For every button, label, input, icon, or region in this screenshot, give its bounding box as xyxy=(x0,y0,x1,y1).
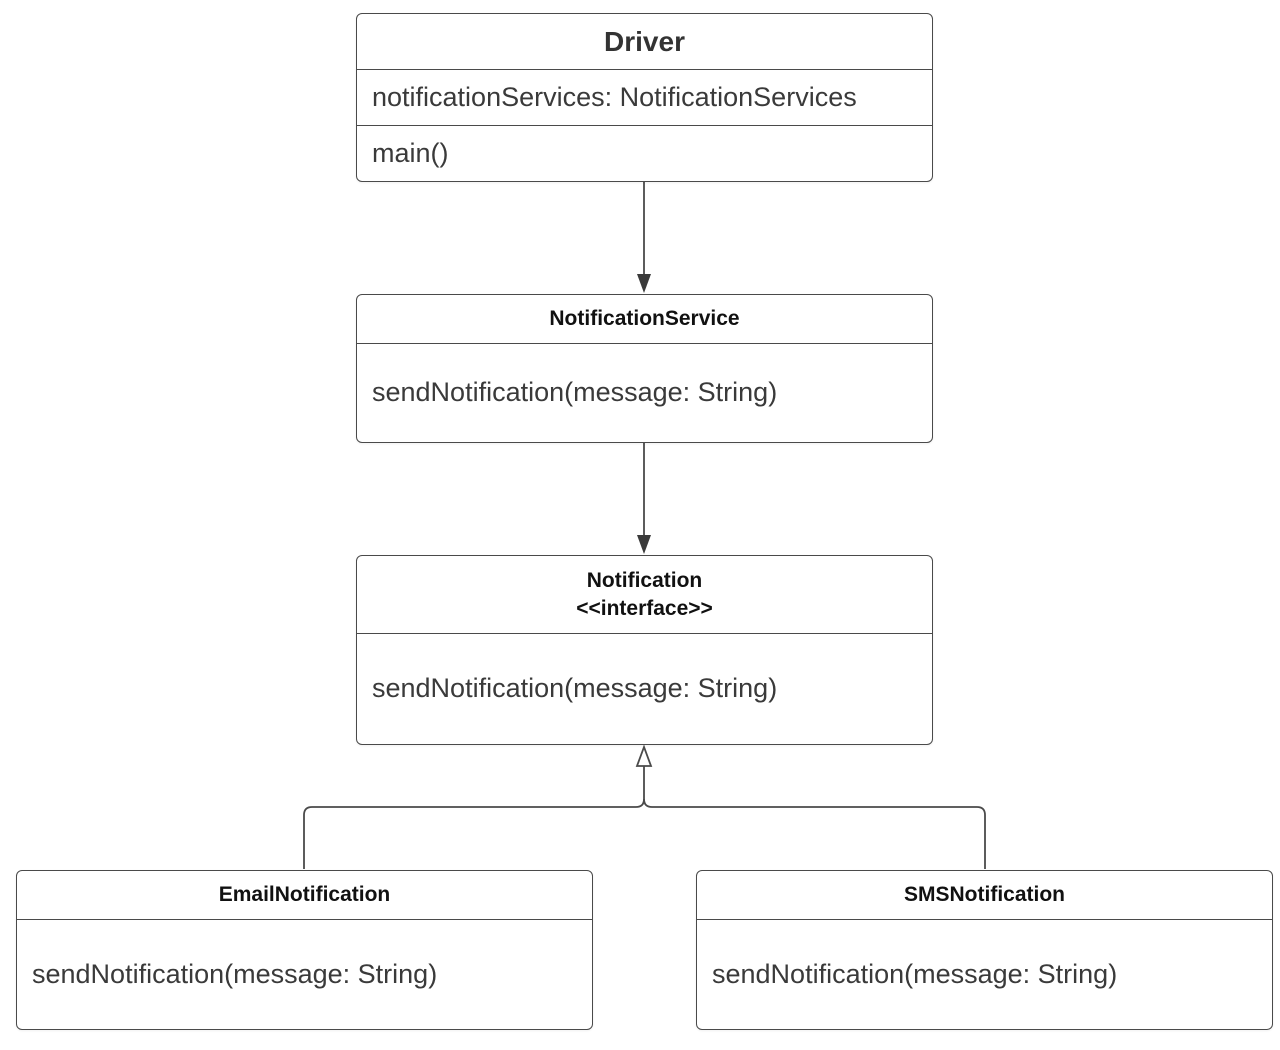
class-driver[interactable]: Driver notificationServices: Notificatio… xyxy=(356,13,933,182)
class-name-text: SMSNotification xyxy=(904,883,1065,906)
class-name-text: Notification xyxy=(586,568,703,592)
class-sms-notification[interactable]: SMSNotification sendNotification(message… xyxy=(696,870,1273,1030)
class-name-text: NotificationService xyxy=(549,307,740,330)
class-header: Notification <<interface>> xyxy=(357,556,932,634)
method-send-notification: sendNotification(message: String) xyxy=(372,377,778,407)
arrowhead-notificationservice xyxy=(637,274,651,293)
class-name-text: EmailNotification xyxy=(218,883,391,906)
arrowhead-notification xyxy=(637,535,651,554)
realization-sms-to-notification xyxy=(643,798,986,869)
attribute-notification-services: notificationServices: NotificationServic… xyxy=(357,70,932,126)
method-send-notification: sendNotification(message: String) xyxy=(372,673,778,703)
realization-email-to-notification xyxy=(303,766,645,869)
method-send-notification: sendNotification(message: String) xyxy=(712,958,1118,989)
class-name: Driver xyxy=(357,14,932,70)
stereotype-label: <<interface>> xyxy=(576,596,713,620)
class-name: NotificationService xyxy=(357,295,932,344)
class-notification-service[interactable]: NotificationService sendNotification(mes… xyxy=(356,294,933,443)
class-name: EmailNotification xyxy=(17,871,592,920)
class-name: SMSNotification xyxy=(697,871,1272,920)
class-email-notification[interactable]: EmailNotification sendNotification(messa… xyxy=(16,870,593,1030)
interface-notification[interactable]: Notification <<interface>> sendNotificat… xyxy=(356,555,933,745)
method-main: main() xyxy=(372,137,449,168)
method-send-notification: sendNotification(message: String) xyxy=(32,958,438,989)
hollow-triangle-arrowhead xyxy=(635,744,653,767)
